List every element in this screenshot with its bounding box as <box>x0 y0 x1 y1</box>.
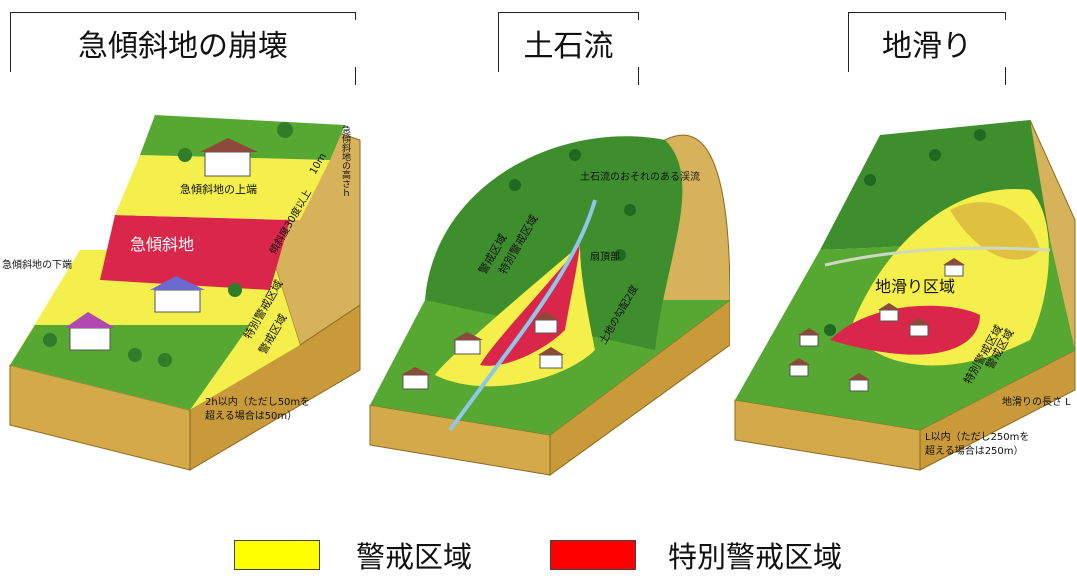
road <box>824 246 1051 267</box>
title-debris-flow: 土石流 <box>498 12 639 85</box>
tree <box>824 324 836 336</box>
label-fan-apex: 扇頂部 <box>590 250 620 263</box>
legend-label-special: 特別警戒区域 <box>668 540 843 574</box>
tree <box>158 353 172 367</box>
house <box>401 367 431 390</box>
tree <box>228 283 242 297</box>
label-area: 地滑り区域 <box>875 277 955 296</box>
panel-debris-flow: 土石流のおそれのある渓流 警戒区域 特別警戒区域 扇頂部 土地の勾配2度 <box>369 134 730 476</box>
slide-red <box>830 305 980 355</box>
tree <box>277 122 293 138</box>
house <box>788 358 810 377</box>
house <box>150 276 205 313</box>
title-debris-flow-text: 土石流 <box>523 28 614 64</box>
tree <box>178 148 192 162</box>
tree <box>43 333 57 347</box>
house <box>533 312 559 334</box>
label-distance-1: 2h以内（ただし50mを <box>205 395 310 408</box>
label-distance-2: 超える場合は250m） <box>925 444 1024 457</box>
house <box>200 138 258 177</box>
label-distance-1: L以内（ただし250mを <box>925 430 1029 443</box>
legend-swatch-warning <box>234 540 320 570</box>
title-landslide-text: 地滑り <box>882 28 972 64</box>
upper-yellow <box>115 155 330 220</box>
house <box>848 373 870 392</box>
label-height: 急傾斜地の高さｈ <box>340 124 351 197</box>
house <box>908 318 930 337</box>
panel-landslide: 地滑り区域 特別警戒区域 警戒区域 地滑りの長さ L L以内（ただし250mを … <box>734 119 1076 471</box>
label-slope: 急傾斜地 <box>130 235 194 254</box>
mountain <box>425 136 683 350</box>
slope-red <box>100 215 290 290</box>
tree <box>929 149 941 161</box>
tree <box>569 149 581 161</box>
title-steep-slope: 急傾斜地の崩壊 <box>10 12 356 85</box>
title-landslide: 地滑り <box>848 12 1006 85</box>
tree <box>509 179 521 191</box>
label-upper-end: 急傾斜地の上端 <box>180 182 257 196</box>
tree <box>614 249 626 261</box>
stream <box>448 199 597 432</box>
tree <box>128 348 142 362</box>
legend: 警戒区域 特別警戒区域 <box>0 512 1077 574</box>
tree <box>624 204 636 216</box>
title-steep-slope-text: 急傾斜地の崩壊 <box>78 28 288 64</box>
house <box>453 332 483 355</box>
upper-green <box>140 115 345 160</box>
house <box>538 347 564 369</box>
label-distance-2: 超える場合は50m） <box>205 409 297 422</box>
label-stream: 土石流のおそれのある渓流 <box>580 170 700 183</box>
tree <box>864 174 876 186</box>
fan-red <box>480 245 580 366</box>
legend-label-warning: 警戒区域 <box>356 540 473 574</box>
house <box>798 328 820 347</box>
legend-swatch-special <box>550 540 636 570</box>
house <box>878 303 900 322</box>
panel-steep-slope: 急傾斜地の上端 急傾斜地 急傾斜地の下端 急傾斜地の高さｈ 10m 傾斜度30度… <box>2 115 361 471</box>
label-length: 地滑りの長さ L <box>1002 395 1071 408</box>
slide-top <box>950 202 1040 260</box>
label-lower-end: 急傾斜地の下端 <box>2 258 72 271</box>
house <box>943 258 965 277</box>
house <box>65 312 115 351</box>
tree <box>974 129 986 141</box>
